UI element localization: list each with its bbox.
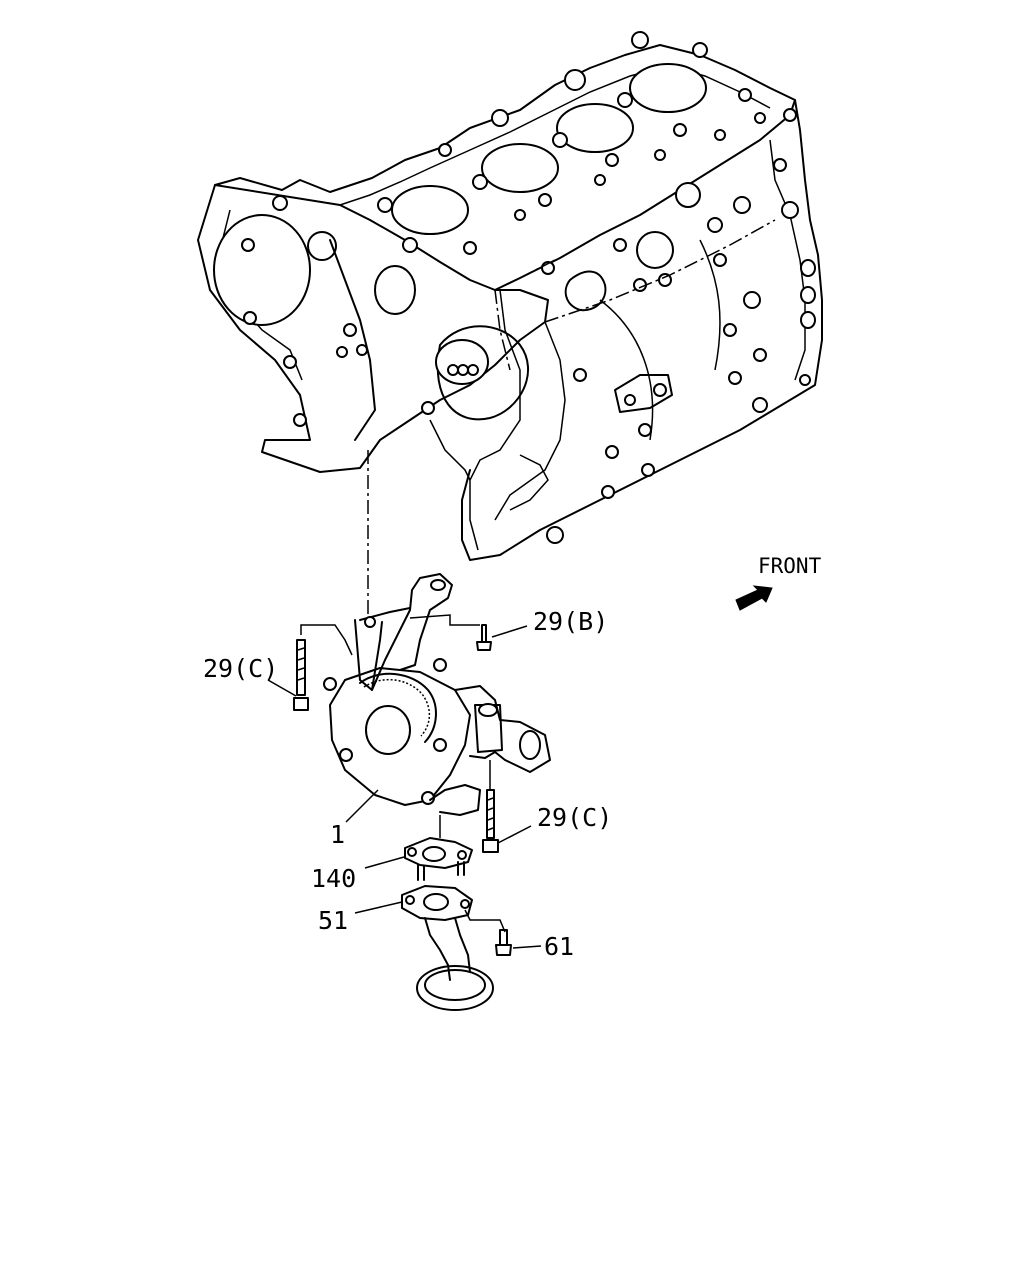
callout-29c-left: 29(C) [203, 654, 278, 683]
front-arrow-icon [735, 585, 773, 611]
front-direction-indicator: FRONT [735, 554, 822, 611]
callout-29b: 29(B) [533, 607, 608, 636]
leader-1 [345, 789, 379, 823]
leader-29c-right [497, 825, 532, 844]
engine-block [197, 31, 823, 561]
leader-29c-left [267, 679, 297, 697]
leader-51 [354, 901, 403, 914]
bolt-61 [495, 929, 512, 956]
bolt-29c-right [482, 760, 499, 853]
bolt-29b [409, 614, 492, 651]
leader-61 [512, 945, 542, 949]
leader-140 [364, 856, 405, 869]
leader-29b [491, 625, 528, 638]
callout-1: 1 [330, 820, 345, 849]
callout-61: 61 [544, 932, 574, 961]
callout-29c-right: 29(C) [537, 803, 612, 832]
callout-140: 140 [311, 864, 356, 893]
leader-lines [267, 625, 542, 949]
bolt-29c-left [293, 624, 353, 711]
front-label: FRONT [758, 554, 822, 578]
callout-51: 51 [318, 906, 348, 935]
gasket-140 [404, 815, 473, 881]
oil-pump [323, 573, 551, 816]
oil-strainer-51 [401, 885, 506, 1011]
